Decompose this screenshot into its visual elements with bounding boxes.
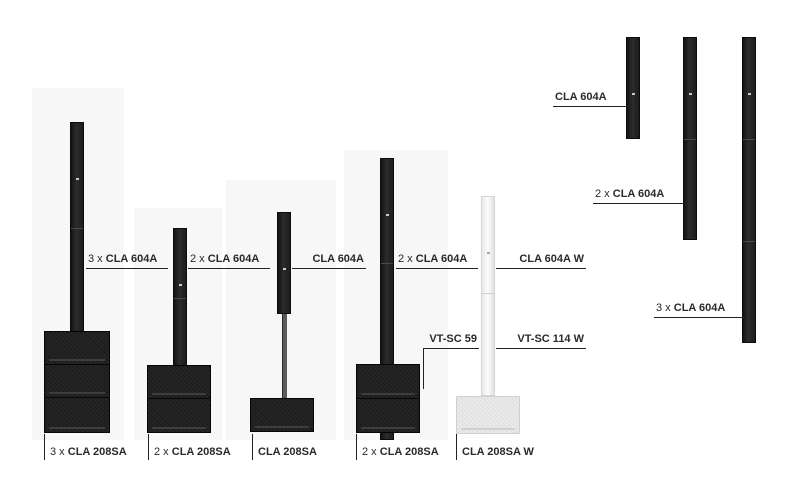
column-speaker (70, 122, 84, 332)
label-cla604a: CLA 604A (292, 253, 366, 269)
column-speaker-single (626, 37, 640, 139)
column-speaker (277, 212, 291, 314)
subwoofer (250, 398, 314, 432)
column-speaker-double (683, 37, 697, 240)
subwoofer (44, 331, 110, 365)
subwoofer (147, 365, 211, 399)
label-vtsc114w: VT-SC 114 W (496, 333, 586, 349)
label-right-cla604a: CLA 604A (553, 91, 639, 107)
label-3x-cla208sa: 3 x CLA 208SA (44, 434, 127, 460)
mounting-pole (282, 314, 287, 398)
label-cla604a-w: CLA 604A W (496, 253, 586, 269)
column-speaker-triple (742, 37, 756, 343)
subwoofer (147, 398, 211, 433)
subwoofer (44, 364, 110, 398)
label-right-2x-cla604a: 2 x CLA 604A (593, 188, 693, 204)
subwoofer (356, 364, 420, 399)
label-cla208sa: CLA 208SA (252, 434, 317, 460)
label-cla208sa-w: CLA 208SA W (456, 434, 534, 460)
label-2x-cla604a-b: 2 x CLA 604A (396, 253, 478, 269)
label-3x-cla604a: 3 x CLA 604A (86, 253, 168, 269)
leader-line (423, 349, 424, 389)
label-2x-cla604a: 2 x CLA 604A (188, 253, 270, 269)
subwoofer (356, 398, 420, 433)
subwoofer (44, 397, 110, 433)
subwoofer-white (456, 396, 520, 434)
label-right-3x-cla604a: 3 x CLA 604A (654, 302, 752, 318)
label-vtsc59: VT-SC 59 (423, 333, 479, 349)
column-speaker (173, 228, 187, 366)
label-2x-cla208sa: 2 x CLA 208SA (148, 434, 231, 460)
label-2x-cla208sa-b: 2 x CLA 208SA (356, 434, 439, 460)
column-speaker-white (481, 196, 495, 396)
